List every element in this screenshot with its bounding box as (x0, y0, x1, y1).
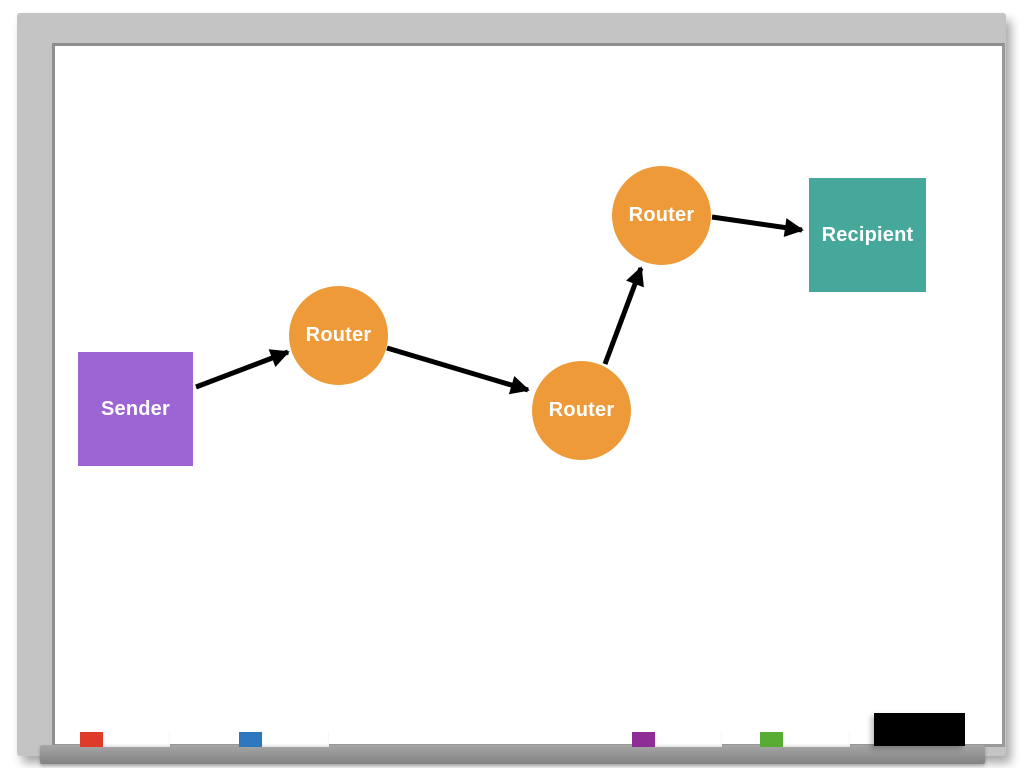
whiteboard-eraser (874, 713, 965, 746)
node-label: Recipient (821, 223, 914, 246)
node-label: Router (305, 324, 372, 346)
whiteboard-frame (17, 13, 1006, 756)
node-label: Router (628, 204, 695, 226)
node-router-1[interactable]: Router (289, 286, 388, 385)
node-router-2[interactable]: Router (532, 361, 631, 460)
blue-marker-body (262, 732, 329, 747)
green-marker-cap (760, 732, 783, 747)
node-recipient[interactable]: Recipient (809, 178, 926, 292)
node-label: Sender (100, 397, 170, 420)
node-router-3[interactable]: Router (612, 166, 711, 265)
purple-marker-body (655, 732, 722, 747)
blue-marker-cap (239, 732, 262, 747)
blue-marker (239, 732, 329, 747)
node-sender[interactable]: Sender (78, 352, 193, 466)
red-marker-body (103, 732, 170, 747)
marker-tray (40, 745, 985, 764)
node-label: Router (548, 399, 615, 421)
red-marker-cap (80, 732, 103, 747)
green-marker (760, 732, 850, 747)
red-marker (80, 732, 170, 747)
purple-marker (632, 732, 722, 747)
green-marker-body (783, 732, 850, 747)
purple-marker-cap (632, 732, 655, 747)
whiteboard-surface (52, 43, 1005, 747)
